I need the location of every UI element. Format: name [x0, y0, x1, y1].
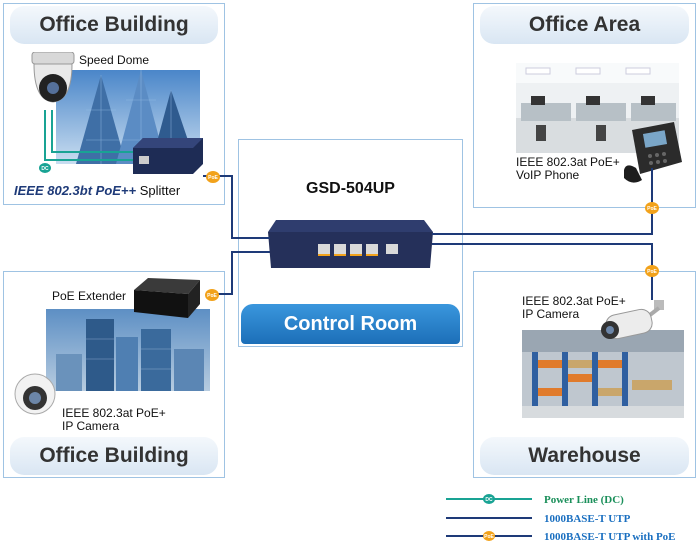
ip-camera-left-label: IEEE 802.3at PoE+ IP Camera [62, 407, 166, 433]
panel-title: Office Building [10, 437, 218, 475]
splitter-label-emph: IEEE 802.3bt PoE++ [14, 183, 137, 198]
bullet-ip-camera-right-icon [601, 300, 664, 340]
voip-label-line1: IEEE 802.3at PoE+ [516, 155, 620, 169]
cam-right-line1: IEEE 802.3at PoE+ [522, 294, 626, 308]
poe-badge-icon: PoE [206, 171, 220, 183]
warehouse-photo [522, 330, 684, 418]
control-room-title: Control Room [241, 304, 460, 344]
svg-text:PoE: PoE [484, 534, 494, 540]
svg-text:PoE: PoE [207, 293, 217, 299]
poe-badge-icon: PoE [645, 265, 659, 277]
svg-text:DC: DC [41, 166, 49, 172]
svg-text:PoE: PoE [208, 175, 218, 181]
gsd-504up-switch [268, 220, 433, 268]
cam-left-line1: IEEE 802.3at PoE+ [62, 406, 166, 420]
speed-dome-camera-icon [31, 52, 75, 103]
voip-phone-icon [624, 122, 682, 183]
legend-power-line: Power Line (DC) [544, 494, 624, 506]
legend-utp-poe: 1000BASE-T UTP with PoE [544, 531, 676, 543]
svg-text:DC: DC [485, 497, 493, 503]
cam-left-line2: IP Camera [62, 419, 120, 433]
poe-splitter-device [133, 138, 203, 174]
speed-dome-label: Speed Dome [79, 53, 150, 67]
ip-camera-right-label: IEEE 802.3at PoE+ IP Camera [522, 295, 626, 321]
cam-right-line2: IP Camera [522, 307, 580, 321]
poe-extender-device [134, 278, 200, 318]
dc-badge-icon: DC [39, 163, 51, 173]
splitter-label: IEEE 802.3bt PoE++ Splitter [14, 184, 180, 197]
voip-phone-label: IEEE 802.3at PoE+ VoIP Phone [516, 156, 620, 182]
legend-lines: DC PoE [446, 494, 532, 541]
poe-extender-label: PoE Extender [52, 289, 127, 303]
panel-title: Office Area [480, 6, 689, 44]
voip-label-line2: VoIP Phone [516, 168, 580, 182]
poe-badge-icon: PoE [205, 289, 219, 301]
dome-ip-camera-left-icon [14, 373, 56, 415]
poe-badge-icon: PoE [645, 202, 659, 214]
panel-title: Warehouse [480, 437, 689, 475]
office-city-photo [46, 309, 210, 391]
svg-text:PoE: PoE [647, 206, 657, 212]
svg-text:PoE: PoE [647, 269, 657, 275]
switch-model-label: GSD-504UP [306, 180, 395, 197]
legend-utp: 1000BASE-T UTP [544, 513, 631, 525]
splitter-label-rest: Splitter [136, 183, 181, 198]
panel-title: Office Building [10, 6, 218, 44]
